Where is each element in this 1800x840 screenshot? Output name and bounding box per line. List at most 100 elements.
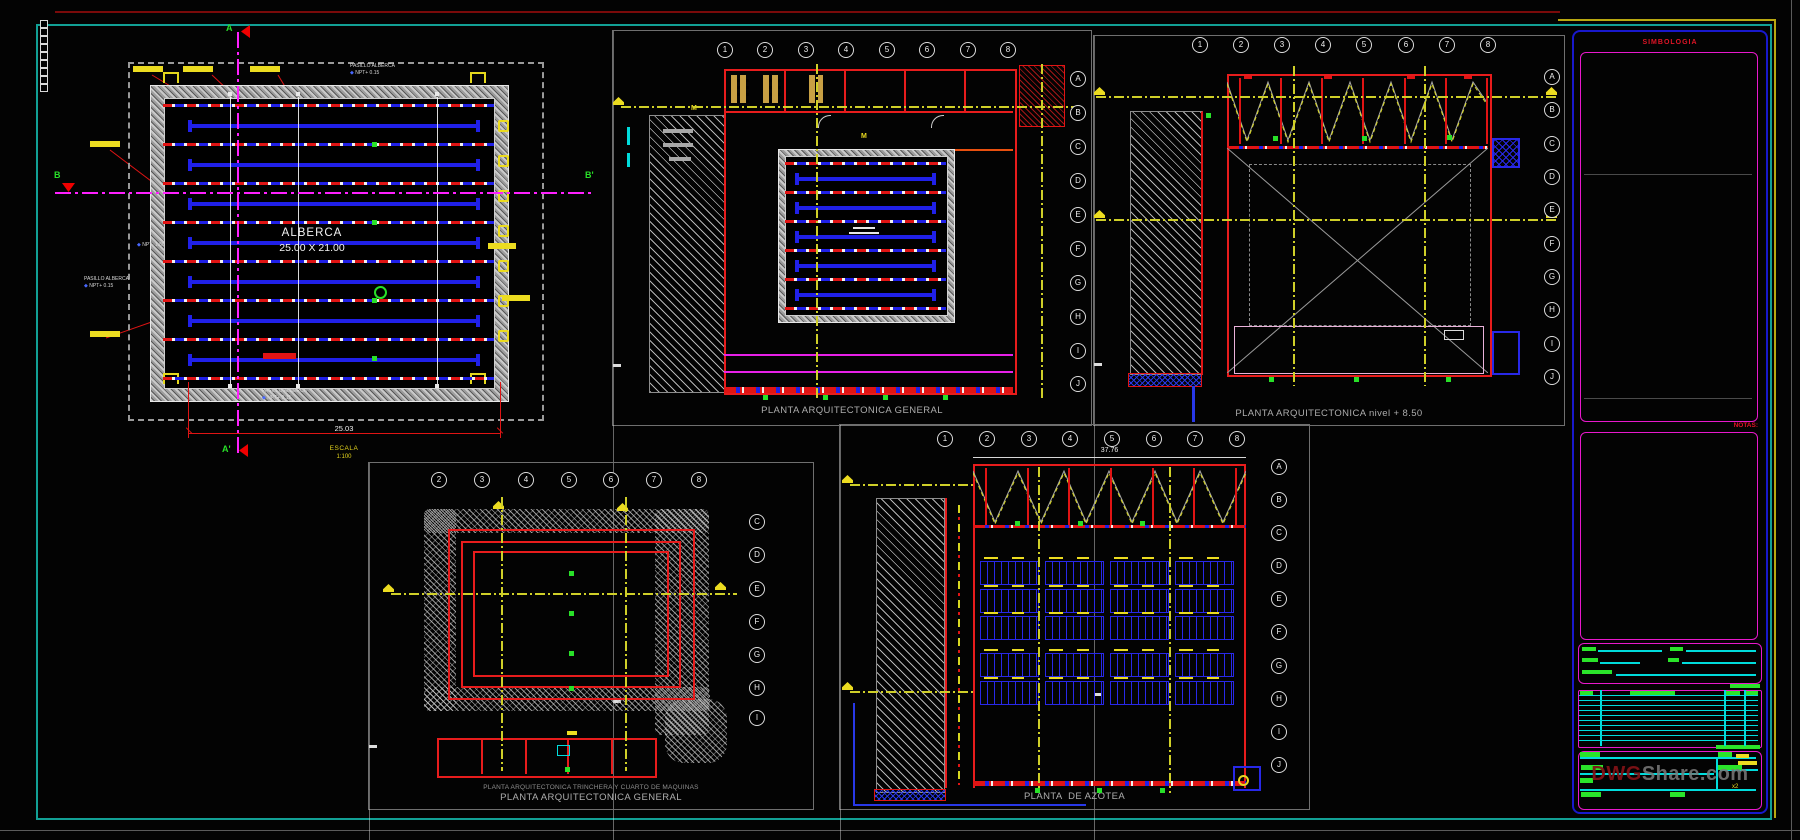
grid-bubble: F xyxy=(1070,241,1086,257)
truss-chord xyxy=(1227,146,1488,149)
grid-bubble: 3 xyxy=(474,472,490,488)
lane-rope xyxy=(163,143,494,146)
lane-line xyxy=(795,230,936,243)
panel-tag xyxy=(1114,585,1128,587)
stair-core xyxy=(1492,138,1520,168)
table-line xyxy=(1579,695,1758,696)
tb-line xyxy=(1580,757,1756,759)
ramp-hatch xyxy=(874,789,946,801)
grid-bubble: C xyxy=(749,514,765,530)
dim-ext-line xyxy=(500,382,501,438)
section-line-b xyxy=(55,192,595,194)
grid-bubble: 7 xyxy=(646,472,662,488)
lane-rope xyxy=(785,162,946,165)
form-label xyxy=(1582,647,1596,651)
pool-center-mark xyxy=(849,232,879,234)
equipment-dot xyxy=(372,298,377,303)
level-marker-icon xyxy=(493,501,504,509)
form-line xyxy=(1682,662,1756,664)
table-line xyxy=(1579,730,1758,731)
level-marker-icon xyxy=(617,503,628,511)
panel-tag xyxy=(984,585,998,587)
grid-bubble: 2 xyxy=(979,431,995,447)
lane-rope xyxy=(163,104,494,107)
centerline xyxy=(501,497,503,771)
lane-rope xyxy=(163,338,494,341)
equipment-dot xyxy=(1206,113,1211,118)
form-line xyxy=(1600,662,1640,664)
roof-panel-group xyxy=(1045,589,1104,613)
deck-label: PASILLO ALBERCA xyxy=(350,63,395,69)
table-line xyxy=(1579,735,1758,736)
lane-line xyxy=(795,259,936,272)
lap-node xyxy=(228,384,232,388)
lane-rope xyxy=(163,299,494,302)
grid-bubble: 5 xyxy=(1356,37,1372,53)
scale-label: ESCALA xyxy=(329,445,359,452)
dim-tag xyxy=(183,66,213,72)
deck-level: ◆ NPT+ 0.15 xyxy=(262,395,292,401)
equipment-dot xyxy=(1097,788,1102,793)
roof-panel-group xyxy=(1175,589,1234,613)
tb-label xyxy=(1580,752,1600,757)
panel-tag xyxy=(1077,649,1089,651)
interior-dashed xyxy=(1249,164,1471,326)
start-block xyxy=(263,353,296,359)
table-header xyxy=(1746,691,1758,695)
equipment-dot xyxy=(1015,521,1020,526)
tb-vline xyxy=(1716,757,1718,789)
grid-bubble: 7 xyxy=(960,42,976,58)
panel-tag xyxy=(984,649,998,651)
tb-stamp xyxy=(1736,754,1749,758)
grid-line xyxy=(613,31,614,364)
lap-line xyxy=(437,97,438,388)
lane-rope xyxy=(785,307,946,310)
lane-ring xyxy=(374,286,387,299)
form-label xyxy=(1582,658,1598,662)
roof-panel-group xyxy=(1045,681,1104,705)
dim-text: 37.76 xyxy=(1100,447,1119,454)
wc-fixtures xyxy=(763,75,781,103)
equipment-dot xyxy=(1160,788,1165,793)
column-marker xyxy=(40,84,48,92)
grid-bubble: C xyxy=(1544,136,1560,152)
roof-truss xyxy=(1227,78,1488,144)
lane-line xyxy=(188,119,480,132)
pool-size-label: 25.00 X 21.00 xyxy=(279,242,345,254)
grid-bubble: 7 xyxy=(1439,37,1455,53)
pool-ladder-icon xyxy=(470,72,486,83)
grid-bubble: 1 xyxy=(1192,37,1208,53)
panel-tag xyxy=(984,677,998,679)
table-line xyxy=(1744,690,1746,746)
roof-panel-group xyxy=(980,561,1039,585)
lap-line xyxy=(230,97,231,388)
diamond-icon: ◆ xyxy=(262,395,266,401)
equipment-dot xyxy=(1273,136,1278,141)
notas-title: NOTAS: xyxy=(1733,422,1758,429)
lane-line xyxy=(795,172,936,185)
wall xyxy=(784,69,786,113)
lane-line xyxy=(188,353,480,366)
lane-rope xyxy=(785,278,946,281)
column-marker xyxy=(40,44,48,52)
excavation-hatch xyxy=(665,699,727,763)
grid-bubble: 8 xyxy=(1000,42,1016,58)
deck-level: ◆ NPT+ 0.15 xyxy=(350,70,380,76)
equipment-dot xyxy=(1269,377,1274,382)
grid-bubble: G xyxy=(1271,658,1287,674)
column-marker xyxy=(40,60,48,68)
frame-darkred-line xyxy=(55,11,1560,13)
tb-label xyxy=(1581,765,1603,770)
level-marker-icon xyxy=(842,475,853,483)
drain-line xyxy=(853,804,1086,806)
lap-line xyxy=(298,97,299,388)
panel-tag xyxy=(1142,677,1154,679)
diamond-icon: ◆ xyxy=(84,283,88,289)
equipment-dot xyxy=(823,395,828,400)
roof-panel-group xyxy=(980,616,1039,640)
column-marker xyxy=(40,76,48,84)
panel-tag xyxy=(1012,585,1024,587)
grid-bubble: B xyxy=(1544,102,1560,118)
